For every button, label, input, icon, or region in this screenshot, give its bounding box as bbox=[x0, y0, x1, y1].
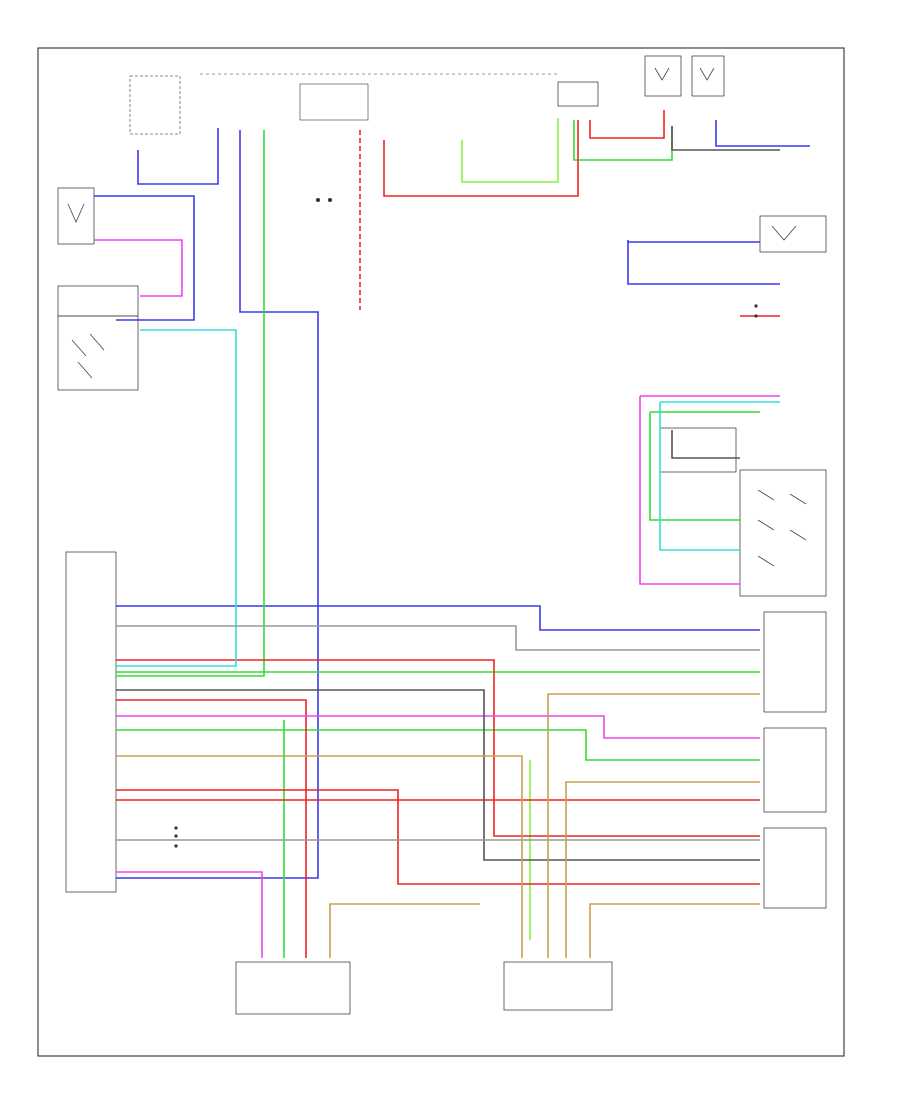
top-fuse-box-2 bbox=[299, 83, 369, 121]
lifter-motor bbox=[763, 727, 827, 813]
wire-green-lifter bbox=[116, 729, 760, 761]
wire-green-main bbox=[116, 130, 265, 677]
front-vertical-motor bbox=[763, 827, 827, 909]
wire-tan-1 bbox=[116, 755, 523, 958]
right-relay-block bbox=[759, 215, 827, 253]
wire-red-4 bbox=[116, 789, 760, 885]
wire-blue-left-relay bbox=[94, 195, 195, 321]
left-lumbar-switch bbox=[57, 285, 139, 391]
recline-motor bbox=[235, 961, 351, 1015]
wire-red-main bbox=[116, 659, 760, 837]
wire-red-2 bbox=[116, 699, 307, 958]
wire-tan-2 bbox=[547, 693, 760, 958]
left-relay-1 bbox=[57, 187, 95, 245]
wire-pink-left bbox=[94, 239, 183, 297]
diagram-frame bbox=[37, 47, 845, 1057]
wire-blue-top-left bbox=[137, 128, 219, 185]
wire-blue-top-right bbox=[715, 120, 810, 147]
wire-blue-right-relay bbox=[627, 240, 780, 285]
wire-green-right bbox=[649, 412, 740, 521]
slide-motor bbox=[763, 611, 827, 713]
wire-green-top2 bbox=[573, 120, 673, 161]
wire-blue-main bbox=[116, 130, 319, 879]
wire-gray-1 bbox=[116, 689, 760, 861]
top-switch-box bbox=[557, 81, 599, 107]
wire-tan-3 bbox=[565, 781, 760, 958]
wire-gray-3 bbox=[671, 126, 780, 151]
lumbar-motor bbox=[503, 961, 613, 1011]
wire-cyan-right bbox=[659, 402, 740, 551]
wire-cyan-left bbox=[116, 329, 237, 667]
seat-ecu bbox=[65, 551, 117, 893]
wire-tan-5 bbox=[589, 903, 760, 958]
wire-pink-right bbox=[639, 396, 740, 585]
top-fuse-box-1 bbox=[129, 75, 181, 135]
wire-red-top bbox=[383, 120, 579, 197]
wire-green-top bbox=[461, 118, 559, 183]
wire-gray-2 bbox=[116, 625, 760, 651]
relay-1 bbox=[644, 55, 682, 97]
connector-dots bbox=[174, 198, 758, 848]
wire-pink-bottom bbox=[116, 871, 263, 958]
wire-pink-main bbox=[116, 715, 760, 739]
wire-group bbox=[94, 110, 810, 958]
wire-tan-4 bbox=[329, 903, 480, 958]
left-seat-switch bbox=[739, 469, 827, 597]
wire-gray-right bbox=[671, 430, 740, 459]
relay-2 bbox=[691, 55, 725, 97]
wire-red-top2 bbox=[589, 110, 665, 139]
wire-blue-slide bbox=[116, 605, 760, 631]
